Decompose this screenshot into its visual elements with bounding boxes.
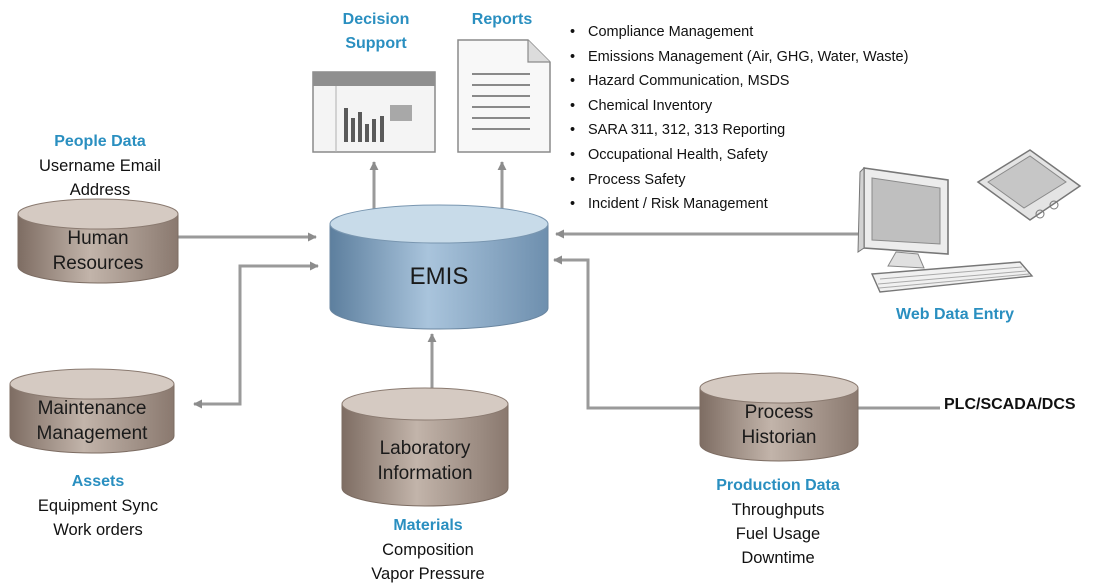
historian-label: Process Historian — [741, 402, 817, 448]
keyboard-icon — [870, 261, 1034, 293]
emis-database — [329, 204, 549, 330]
emis-label: EMIS — [409, 263, 469, 290]
report-item: Emissions Management (Air, GHG, Water, W… — [570, 45, 908, 70]
report-document-icon — [457, 39, 551, 153]
laboratory-database — [341, 387, 509, 507]
people-data-label: People Data Username Email Address — [0, 130, 200, 202]
assets-label: Assets Equipment Sync Work orders — [0, 470, 196, 542]
production-data-label: Production Data Throughputs Fuel Usage D… — [678, 474, 878, 570]
historian-database — [699, 372, 859, 462]
report-item: Hazard Communication, MSDS — [570, 69, 908, 94]
people-data-heading: People Data — [54, 133, 146, 150]
reports-heading: Reports — [471, 11, 533, 28]
laboratory-label: Laboratory Information — [377, 438, 473, 484]
reports-list: Compliance Management Emissions Manageme… — [570, 20, 908, 217]
human-resources-database — [17, 198, 179, 284]
human-resources-label: Human Resources — [52, 228, 144, 274]
production-data-heading: Production Data — [716, 477, 840, 494]
web-data-entry-heading: Web Data Entry — [896, 306, 1014, 323]
report-item: Compliance Management — [570, 20, 908, 45]
plc-scada-dcs-label: PLC/SCADA/DCS — [944, 396, 1076, 413]
arrow-emis-maintenance — [193, 261, 319, 409]
maintenance-database — [9, 368, 175, 454]
report-item: SARA 311, 312, 313 Reporting — [570, 118, 908, 143]
arrow-historian-to-emis — [553, 255, 700, 410]
report-item: Occupational Health, Safety — [570, 143, 908, 168]
report-item: Chemical Inventory — [570, 94, 908, 119]
materials-label: Materials Composition Vapor Pressure — [328, 514, 528, 586]
decision-support-heading: Decision Support — [342, 11, 410, 52]
report-item: Incident / Risk Management — [570, 192, 908, 217]
decision-support-window-icon — [312, 71, 436, 153]
report-item: Process Safety — [570, 168, 908, 193]
assets-heading: Assets — [71, 473, 125, 490]
pda-icon — [976, 149, 1082, 221]
maintenance-label: Maintenance Management — [36, 398, 148, 444]
materials-heading: Materials — [393, 517, 463, 534]
